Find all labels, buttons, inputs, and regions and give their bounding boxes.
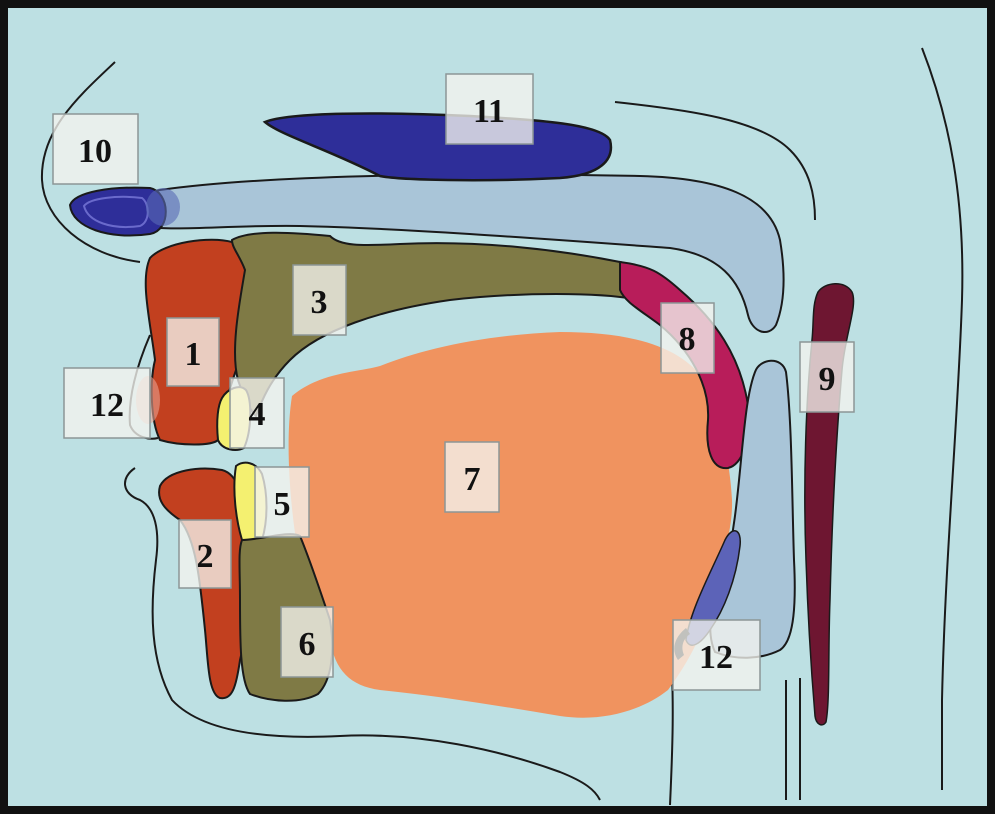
label-2: 2 bbox=[179, 520, 231, 588]
label-9-text: 9 bbox=[819, 361, 836, 398]
label-7-text: 7 bbox=[464, 461, 481, 498]
label-10: 10 bbox=[53, 114, 138, 184]
label-4-text: 4 bbox=[249, 396, 266, 433]
label-12-throat-text: 12 bbox=[699, 639, 733, 676]
label-4: 4 bbox=[230, 378, 284, 448]
label-6-text: 6 bbox=[299, 626, 316, 663]
label-1-text: 1 bbox=[185, 336, 202, 373]
label-5: 5 bbox=[255, 467, 309, 537]
label-3: 3 bbox=[293, 265, 346, 335]
label-12-lips-text: 12 bbox=[90, 387, 124, 424]
label-2-text: 2 bbox=[197, 538, 214, 575]
label-12-lips: 12 bbox=[64, 368, 150, 438]
label-8: 8 bbox=[661, 303, 714, 373]
label-3-text: 3 bbox=[311, 284, 328, 321]
label-6: 6 bbox=[281, 607, 333, 677]
label-7: 7 bbox=[445, 442, 499, 512]
label-1: 1 bbox=[167, 318, 219, 386]
label-9: 9 bbox=[800, 342, 854, 412]
tongue bbox=[289, 332, 732, 718]
label-10-text: 10 bbox=[78, 133, 112, 170]
label-8-text: 8 bbox=[679, 321, 696, 358]
label-5-text: 5 bbox=[274, 486, 291, 523]
nasal-tip-overlap bbox=[146, 188, 180, 226]
label-12-throat: 12 bbox=[673, 620, 760, 690]
label-11: 11 bbox=[446, 74, 533, 144]
label-11-text: 11 bbox=[473, 93, 505, 130]
